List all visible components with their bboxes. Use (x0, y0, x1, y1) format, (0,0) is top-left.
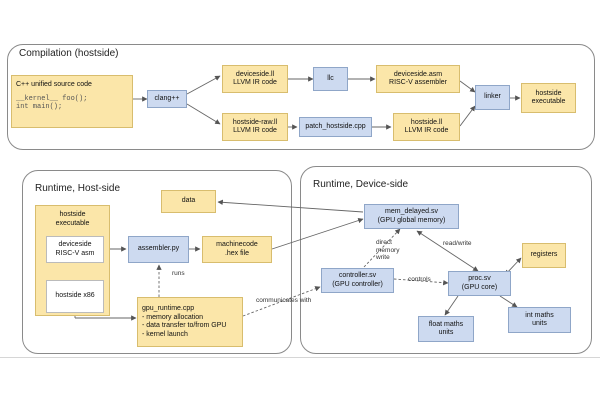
device-runtime-title: Runtime, Device-side (313, 179, 409, 190)
proc-box: proc.sv (GPU core) (448, 271, 511, 296)
machinecode-line1: machinecode (216, 241, 258, 248)
hostside-executable-box: hostside executable (521, 83, 576, 113)
hostside-x86-label: hostside x86 (55, 292, 95, 300)
source-code-title: C++ unified source code (16, 81, 92, 88)
machinecode-line2: .hex file (224, 249, 250, 257)
hostside-ll-desc: LLVM IR code (404, 127, 449, 134)
gpu-runtime-title: gpu_runtime.cpp (142, 305, 195, 312)
int-maths-line1: int maths (525, 311, 554, 319)
mem-delayed-box: mem_delayed.sv (GPU global memory) (364, 204, 459, 229)
hostside-executable-line1: hostside (535, 89, 562, 97)
arrow-proc-int (499, 295, 518, 308)
read-write-label: read/write (443, 240, 472, 247)
int-maths-line2: units (532, 320, 547, 327)
deviceside-asm-box: deviceside.asm RISC-V assembler (376, 65, 460, 93)
proc-name: proc.sv (468, 275, 491, 282)
arrow-mem-data (217, 199, 364, 213)
float-maths-line2: units (438, 329, 454, 336)
controls-label: controls (408, 276, 431, 283)
mem-delayed-name: mem_delayed.sv (385, 208, 438, 215)
arrow-clang-hostside-raw (186, 103, 221, 125)
direct-label-line1: direct (376, 239, 392, 246)
llc-label: llc (327, 74, 334, 82)
deviceside-ll-name: deviceside.ll (235, 70, 275, 78)
float-maths-box: float maths units (418, 316, 474, 342)
registers-box: registers (522, 243, 566, 268)
controller-box: controller.sv (GPU controller) (321, 268, 394, 293)
host-deviceside-asm-box: deviceside RISC-V asm (46, 236, 104, 263)
patch-hostside-box: patch_hostside.cpp (299, 117, 372, 137)
direct-label-line2: memory (376, 246, 400, 254)
hostside-ll-name: hostside.ll (410, 118, 443, 126)
source-code-box: C++ unified source code __kernel__ foo()… (11, 75, 133, 128)
arrow-controller-proc (393, 278, 449, 286)
host-executable-line2: executable (55, 219, 90, 227)
gpu-runtime-item-memory: - memory allocation (142, 313, 204, 321)
deviceside-ll-box: deviceside.ll LLVM IR code (222, 65, 288, 93)
runs-label: runs (172, 270, 185, 277)
deviceside-asm-name: deviceside.asm (393, 70, 443, 78)
proc-desc: (GPU core) (461, 283, 498, 291)
gpu-runtime-item-launch: - kernel launch (142, 330, 188, 338)
direct-label-line3: write (376, 254, 390, 261)
direct-memory-write-label: direct memory write (376, 239, 399, 262)
arrow-proc-mem (416, 230, 479, 272)
controller-desc: (GPU controller) (332, 280, 383, 288)
host-deviceside-asm-line2: RISC-V asm (55, 249, 95, 257)
assembler-label: assembler.py (137, 245, 180, 253)
llc-box: llc (313, 67, 348, 91)
source-code-main: int main(); (16, 103, 63, 111)
hostside-raw-ll-name: hostside-raw.ll (232, 118, 278, 126)
linker-box: linker (475, 85, 510, 110)
patch-hostside-label: patch_hostside.cpp (305, 122, 366, 130)
arrow-hostside-ll-linker (459, 105, 476, 127)
arrow-proc-float (444, 295, 459, 316)
arrow-asm-linker (459, 80, 476, 93)
controller-name: controller.sv (338, 272, 377, 279)
bottom-divider (0, 357, 600, 358)
machinecode-box: machinecode .hex file (202, 236, 272, 263)
data-label: data (181, 197, 196, 205)
clang-box: clang++ (147, 90, 187, 108)
hostside-raw-ll-desc: LLVM IR code (233, 127, 277, 134)
deviceside-asm-desc: RISC-V assembler (389, 79, 447, 86)
linker-label: linker (484, 93, 501, 101)
assembler-box: assembler.py (128, 236, 189, 263)
data-box: data (161, 190, 216, 213)
hostside-executable-line2: executable (531, 98, 566, 105)
gpu-runtime-box: gpu_runtime.cpp - memory allocation - da… (137, 297, 243, 347)
host-runtime-title: Runtime, Host-side (35, 183, 121, 194)
hostside-raw-ll-box: hostside-raw.ll LLVM IR code (222, 113, 288, 141)
gpu-runtime-item-transfer: - data transfer to/from GPU (142, 322, 227, 329)
host-executable-line1: hostside (59, 211, 86, 218)
arrow-machinecode-mem (271, 217, 364, 250)
arrow-clang-deviceside-ll (186, 75, 221, 95)
float-maths-line1: float maths (428, 320, 464, 328)
hostside-x86-box: hostside x86 (46, 280, 104, 313)
deviceside-ll-desc: LLVM IR code (233, 79, 277, 86)
hostside-ll-box: hostside.ll LLVM IR code (393, 113, 460, 141)
source-code-kernel: __kernel__ foo(); (16, 94, 88, 103)
compilation-title: Compilation (hostside) (19, 48, 119, 59)
clang-label: clang++ (154, 94, 180, 102)
registers-label: registers (530, 251, 558, 259)
arrow-runtime-controller (242, 286, 321, 317)
mem-delayed-desc: (GPU global memory) (377, 216, 446, 224)
int-maths-box: int maths units (508, 307, 571, 333)
host-deviceside-asm-line1: deviceside (58, 241, 92, 248)
communicates-with-label: communicates with (256, 297, 312, 304)
